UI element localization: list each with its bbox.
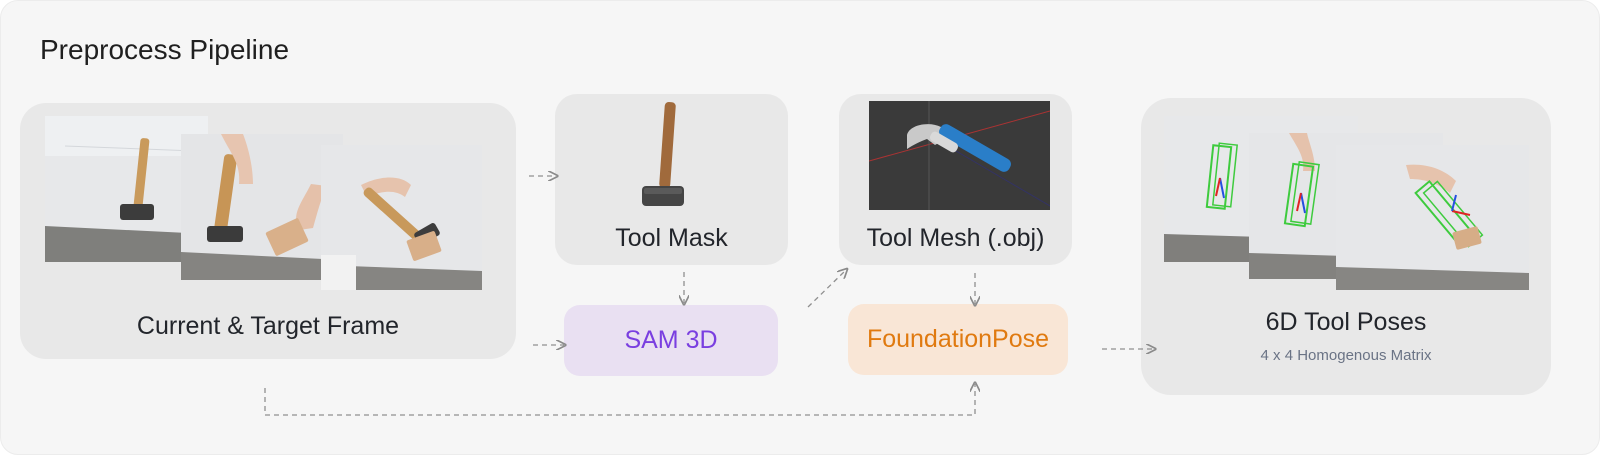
arrow-sam-to-mesh [807, 270, 846, 308]
frames-label: Current & Target Frame [136, 312, 400, 340]
sam-3d-module: SAM 3D [564, 305, 778, 376]
frame-photo-1 [45, 116, 208, 262]
tool-mask-image [636, 100, 692, 210]
pose-photo-3 [1336, 145, 1529, 290]
poses-sublabel: 4 x 4 Homogenous Matrix [1260, 347, 1432, 364]
mesh-label: Tool Mesh (.obj) [866, 224, 1045, 252]
arrow-frames-to-foundationpose [264, 384, 975, 416]
foundationpose-module: FoundationPose [848, 304, 1068, 375]
frame-photo-2 [181, 134, 343, 280]
diagram-title: Preprocess Pipeline [40, 34, 290, 65]
tool-mesh-render [869, 101, 1050, 210]
frame-photo-3 [321, 145, 482, 290]
poses-label: 6D Tool Poses [1265, 308, 1427, 336]
mask-label: Tool Mask [615, 224, 728, 252]
